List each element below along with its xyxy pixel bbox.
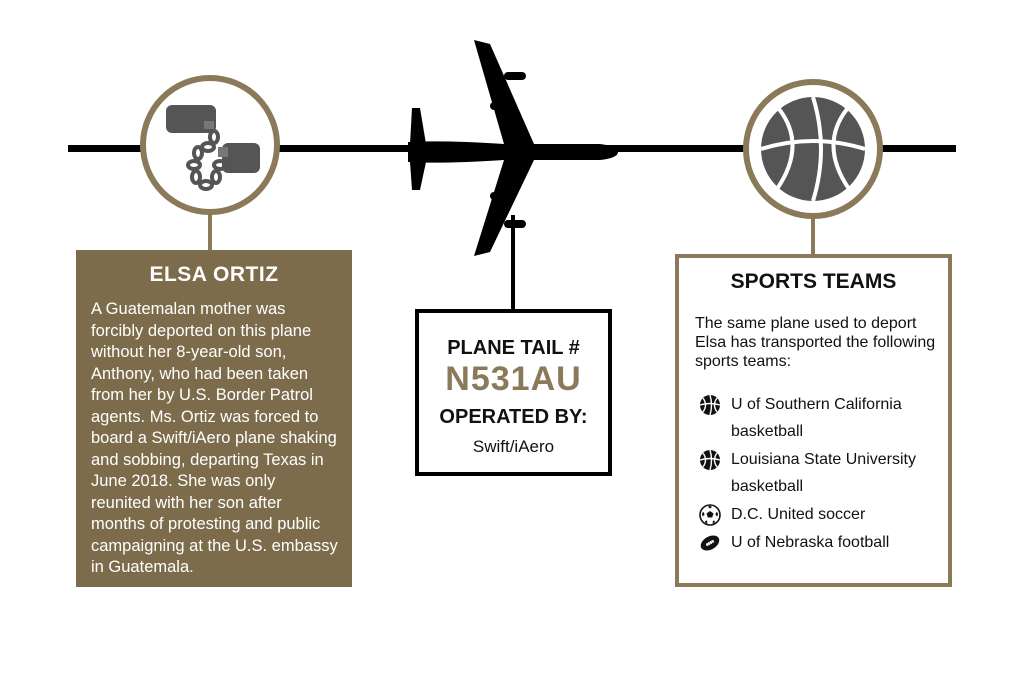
left-connector — [208, 210, 212, 252]
elsa-ortiz-card: ELSA ORTIZ A Guatemalan mother was forci… — [76, 250, 352, 587]
team-label: U of Southern California basketball — [731, 396, 902, 440]
sports-teams-intro: The same plane used to deport Elsa has t… — [695, 315, 936, 370]
soccer-ball-icon — [699, 504, 721, 526]
basketball-icon — [760, 96, 866, 202]
sports-teams-list: U of Southern California basketball Loui… — [679, 391, 948, 556]
right-connector — [811, 210, 815, 256]
list-item: D.C. United soccer — [699, 501, 948, 528]
sports-teams-title: SPORTS TEAMS — [730, 270, 897, 293]
plane-tail-number: N531AU — [445, 360, 582, 398]
team-label: U of Nebraska football — [731, 534, 890, 551]
basketball-circle — [743, 79, 883, 219]
handcuffs-circle — [140, 75, 280, 215]
airplane-icon — [408, 40, 618, 256]
team-label: D.C. United soccer — [731, 506, 866, 523]
basketball-icon — [699, 394, 721, 416]
plane-tail-label: PLANE TAIL # — [447, 337, 580, 359]
list-item: U of Southern California basketball — [699, 391, 948, 445]
team-label: Louisiana State University basketball — [731, 451, 916, 495]
football-icon — [700, 535, 720, 551]
handcuffs-icon — [166, 105, 260, 191]
center-connector — [511, 215, 515, 311]
list-item: Louisiana State University basketball — [699, 446, 948, 500]
elsa-ortiz-story: A Guatemalan mother was forcibly deporte… — [91, 300, 338, 576]
elsa-ortiz-title: ELSA ORTIZ — [149, 263, 279, 286]
plane-info-card: PLANE TAIL # N531AU OPERATED BY: Swift/i… — [415, 309, 612, 476]
operator-name: Swift/iAero — [472, 437, 555, 456]
list-item: U of Nebraska football — [699, 529, 948, 556]
operated-by-label: OPERATED BY: — [439, 406, 588, 428]
basketball-icon — [699, 449, 721, 471]
sports-teams-card: SPORTS TEAMS The same plane used to depo… — [675, 254, 952, 587]
